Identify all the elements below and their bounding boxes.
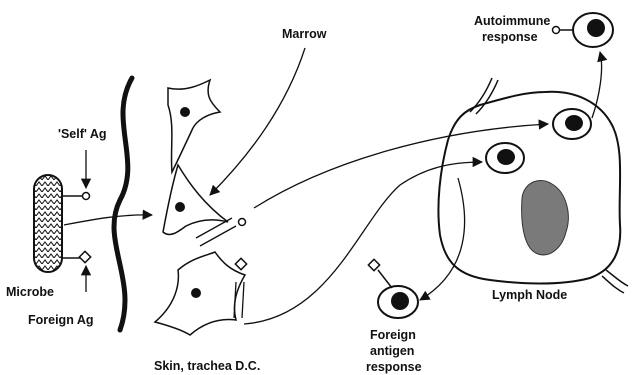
dendritic-cell-top bbox=[168, 80, 220, 172]
self-antigen-marker bbox=[62, 193, 90, 200]
arrow-marrow bbox=[210, 48, 305, 195]
label-foreign-response-line2: antigen bbox=[370, 344, 414, 358]
dendritic-cell-bottom bbox=[155, 252, 247, 335]
label-marrow: Marrow bbox=[282, 27, 327, 41]
arrow-microbe-to-dc bbox=[64, 215, 152, 225]
label-self-ag: 'Self' Ag bbox=[58, 127, 107, 141]
lymph-node bbox=[438, 78, 628, 293]
label-skin-dc: Skin, trachea D.C. bbox=[154, 359, 260, 373]
t-cell-lower bbox=[486, 143, 524, 173]
label-foreign-ag: Foreign Ag bbox=[28, 313, 94, 327]
label-autoimmune-line2: response bbox=[482, 30, 538, 44]
foreign-response-cell bbox=[368, 259, 418, 318]
epithelial-barrier bbox=[114, 78, 132, 330]
foreign-antigen-marker bbox=[62, 251, 91, 262]
label-microbe: Microbe bbox=[6, 285, 54, 299]
label-foreign-response-line1: Foreign bbox=[370, 328, 416, 342]
label-foreign-response-line3: response bbox=[366, 360, 422, 374]
t-cell-upper bbox=[553, 109, 591, 139]
microbe-cell bbox=[34, 175, 62, 272]
autoimmune-response-cell bbox=[553, 13, 614, 47]
label-autoimmune-line1: Autoimmune bbox=[474, 14, 550, 28]
dendritic-cell-middle bbox=[163, 165, 246, 246]
label-lymph-node: Lymph Node bbox=[492, 288, 567, 302]
